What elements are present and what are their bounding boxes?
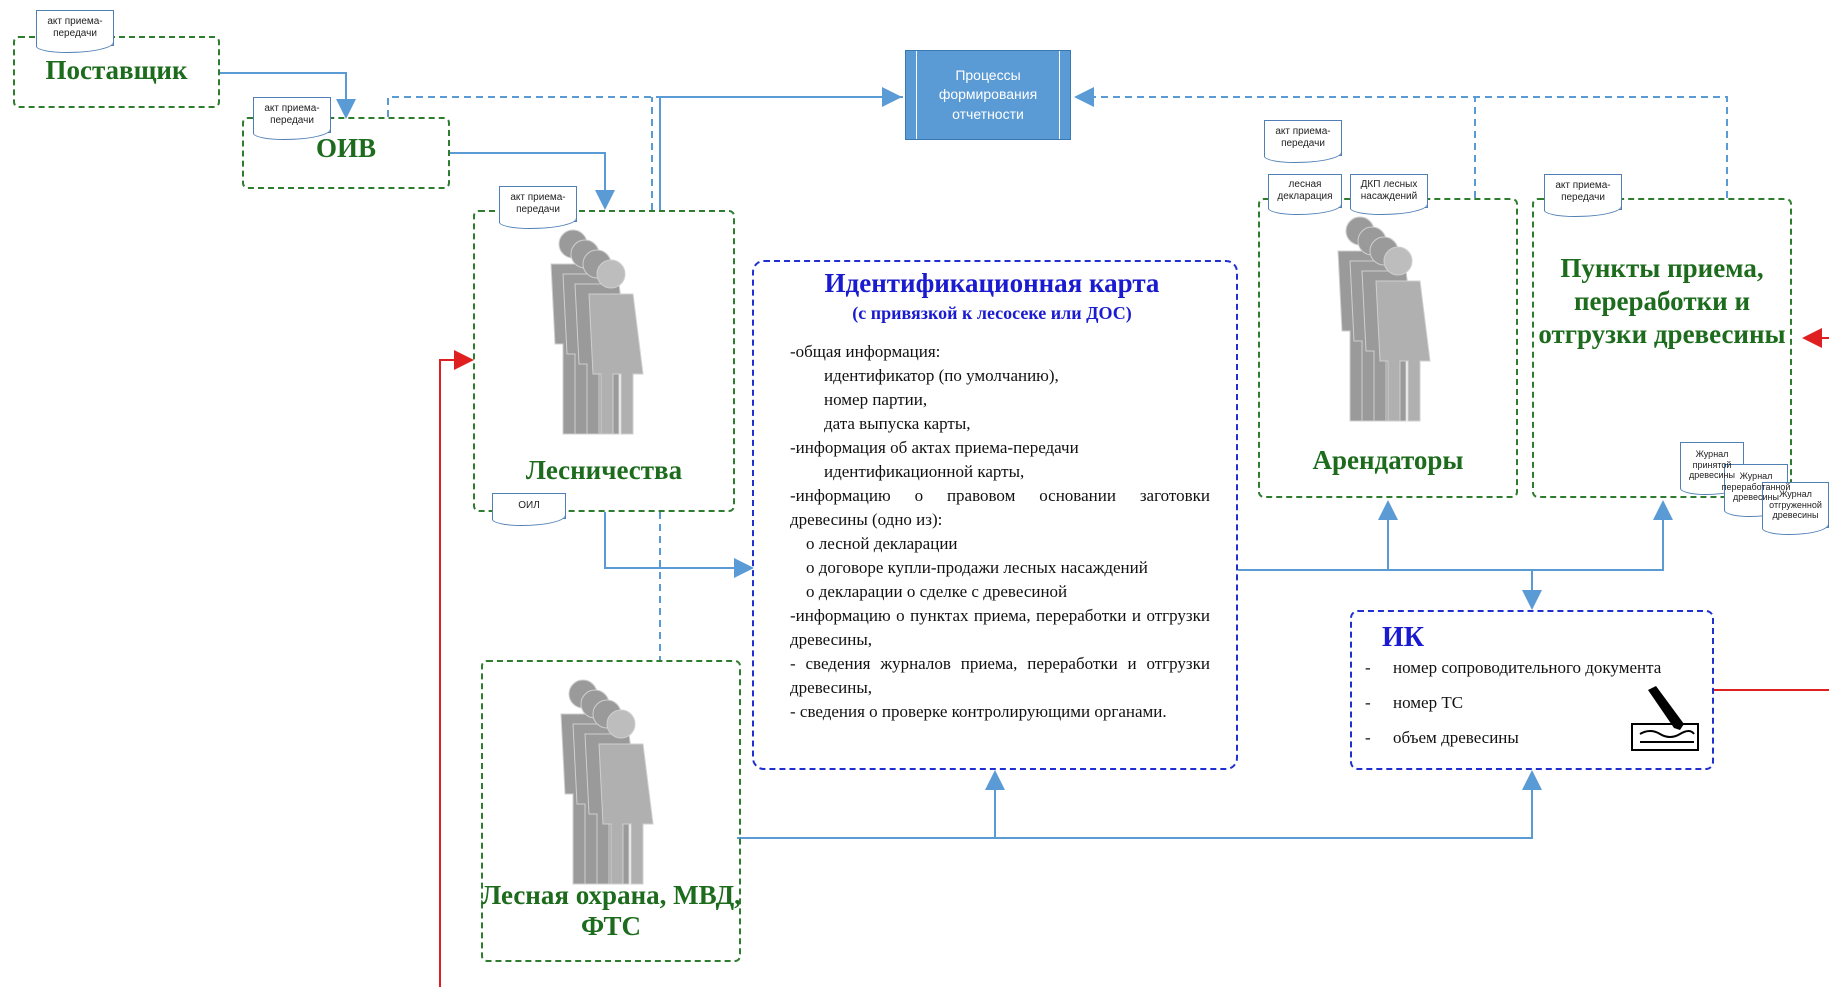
supplier-node: [13, 36, 220, 108]
points-node: [1532, 198, 1792, 498]
reporting-process-label: Процессы формирования отчетности: [938, 66, 1038, 122]
arrow-forestry-process: [659, 87, 902, 210]
arrow-supplier-oiv: [220, 72, 356, 119]
arrow-card-points: [1388, 500, 1673, 571]
tenants-label: Арендаторы: [1312, 445, 1464, 475]
id-card-contents: -общая информация: идентификатор (по умол…: [790, 340, 1210, 724]
dashed-oiv-process: [387, 96, 905, 117]
identification-card-box: [752, 260, 1238, 770]
id-card-line: идентификатор (по умолчанию),: [824, 366, 1059, 385]
ik-item-document-number: -номер сопроводительного документа: [1365, 658, 1662, 677]
arrow-card-tenants: [1238, 500, 1398, 571]
tenants-declaration-document: лесная декларация: [1268, 174, 1342, 215]
arrow-security-ik: [995, 770, 1542, 839]
arrow-forestry-card: [604, 512, 754, 578]
id-card-line: идентификационной карты,: [824, 462, 1025, 481]
id-card-line: - сведения о проверке контролирующими ор…: [790, 702, 1167, 721]
id-card-line: о лесной декларации: [806, 534, 958, 553]
tenants-people-icon: [1337, 216, 1431, 422]
journal-shipped-document: Журнал отгруженной древесины: [1762, 482, 1829, 535]
arrow-oiv-forestry: [450, 152, 615, 210]
reporting-process-box: Процессы формирования отчетности: [905, 50, 1071, 140]
security-label: Лесная охрана, МВД, ФТС: [481, 880, 741, 942]
security-node: [481, 660, 741, 962]
tenants-dkp-document: ДКП лесных насаждений: [1350, 174, 1428, 215]
supplier-act-document: акт приема-передачи: [36, 10, 114, 53]
id-card-line: о декларации о сделке с древесиной: [806, 582, 1068, 601]
tenants-act-document: акт приема-передачи: [1264, 120, 1342, 163]
oiv-label: ОИВ: [315, 133, 376, 163]
id-card-title: Идентификационная карта: [824, 268, 1160, 298]
security-people-icon: [560, 679, 654, 885]
forestry-people-icon: [550, 229, 644, 435]
id-card-line: -информацию о правовом основании заготов…: [790, 486, 1210, 529]
oiv-node: [242, 117, 450, 189]
ik-box: [1350, 610, 1714, 770]
id-card-line: -информацию о пунктах приема, переработк…: [790, 606, 1210, 649]
id-card-line: о договоре купли-продажи лесных насажден…: [806, 558, 1148, 577]
journal-processed-document: Журнал переработанной древесины: [1722, 464, 1790, 517]
id-card-line: дата выпуска карты,: [824, 414, 971, 433]
ik-title: ИК: [1382, 622, 1425, 653]
signature-icon: [1631, 686, 1699, 751]
id-card-line: - сведения журналов приема, переработки …: [790, 654, 1210, 697]
ik-item-vehicle-number: -номер ТС: [1365, 693, 1464, 712]
points-label: Пункты приема, переработки и отгрузки др…: [1538, 253, 1786, 349]
red-arrow-bottom-forestry: [439, 350, 474, 987]
forestry-label: Лесничества: [525, 455, 683, 485]
supplier-label: Поставщик: [45, 55, 188, 85]
arrow-security-card: [737, 770, 1005, 839]
forestry-oil-document: ОИЛ: [492, 493, 566, 526]
dashed-points-process: [1475, 96, 1728, 198]
id-card-line: номер партии,: [824, 390, 928, 409]
id-card-subtitle: (с привязкой к лесосеке или ДОС): [852, 303, 1132, 323]
ik-item-wood-volume: -объем древесины: [1365, 728, 1519, 747]
points-act-document: акт приема-передачи: [1544, 174, 1622, 217]
id-card-line: -общая информация:: [790, 342, 941, 361]
journal-received-document: Журнал принятой древесины: [1680, 442, 1744, 495]
forestry-act-document: акт приема-передачи: [499, 186, 577, 229]
oiv-act-document: акт приема-передачи: [253, 97, 331, 140]
id-card-line: -информация об актах приема-передачи: [790, 438, 1079, 457]
forestry-node: [473, 210, 735, 512]
